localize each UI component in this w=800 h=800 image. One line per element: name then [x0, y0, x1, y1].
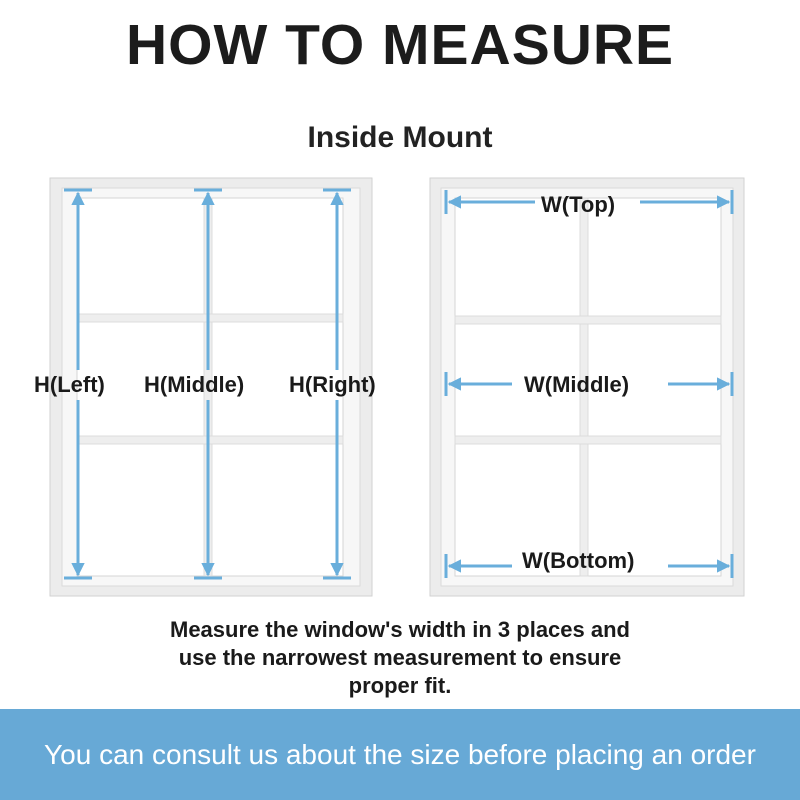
page-title: HOW TO MEASURE	[125, 13, 675, 77]
banner-text: You can consult us about the size before…	[44, 738, 756, 770]
height-arrow-right	[323, 188, 351, 580]
width-arrow-top	[444, 190, 734, 214]
label-width-top: W(Top)	[541, 192, 616, 217]
instruction-line-3: proper fit.	[348, 673, 452, 698]
label-height-right: H(Right)	[289, 372, 376, 397]
label-width-bottom: W(Bottom)	[522, 548, 635, 573]
label-width-middle: W(Middle)	[524, 372, 630, 397]
height-arrow-middle	[194, 188, 222, 580]
width-arrow-middle	[444, 372, 734, 396]
instruction-line-1: Measure the window's width in 3 places a…	[170, 617, 630, 642]
instruction-line-2: use the narrowest measurement to ensure	[178, 645, 622, 670]
width-arrow-bottom	[444, 554, 734, 578]
height-arrow-left	[64, 188, 92, 580]
consult-banner: You can consult us about the size before…	[0, 709, 800, 800]
window-left	[49, 177, 373, 597]
measurement-instructions: Measure the window's width in 3 places a…	[100, 616, 700, 700]
label-height-left: H(Left)	[34, 372, 105, 397]
label-height-middle: H(Middle)	[144, 372, 245, 397]
mount-type-heading: Inside Mount	[307, 121, 493, 154]
window-right	[429, 177, 745, 597]
